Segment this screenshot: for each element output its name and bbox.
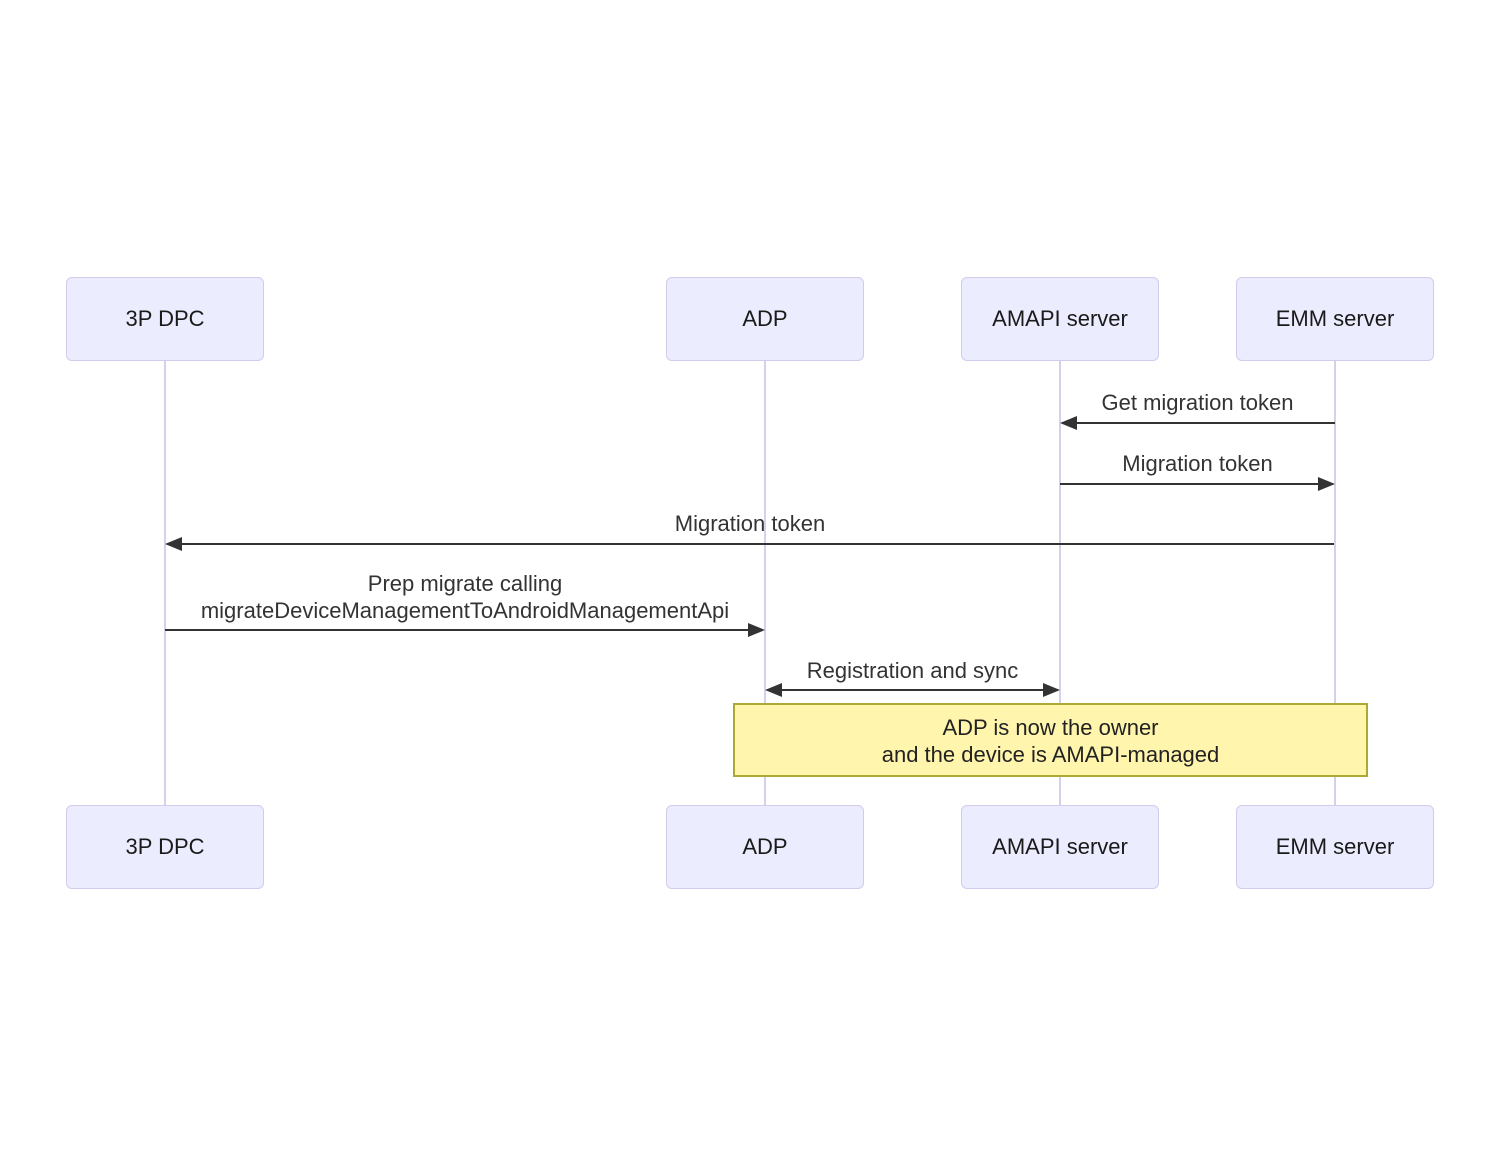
message-label-migration-token-return: Migration token	[1122, 451, 1273, 476]
actor-label: EMM server	[1275, 306, 1395, 331]
message-arrow-registration-sync	[767, 689, 1058, 691]
actor-label: 3P DPC	[125, 306, 205, 331]
actor-bottom-3p-dpc: 3P DPC	[66, 805, 264, 889]
arrowhead-right-icon	[1318, 477, 1335, 491]
actor-label: 3P DPC	[125, 834, 205, 859]
message-line-2: migrateDeviceManagementToAndroidManageme…	[200, 598, 730, 623]
actor-bottom-adp: ADP	[666, 805, 864, 889]
lifeline-emm-server	[1334, 361, 1336, 805]
note-line-2: and the device is AMAPI-managed	[881, 742, 1220, 767]
lifeline-adp	[764, 361, 766, 805]
message-arrow-migration-token-return	[1060, 483, 1333, 485]
arrowhead-left-icon	[765, 683, 782, 697]
message-label-get-migration-token: Get migration token	[1101, 390, 1294, 415]
actor-label: EMM server	[1275, 834, 1395, 859]
arrowhead-right-icon	[1043, 683, 1060, 697]
actor-label: ADP	[742, 834, 788, 859]
arrowhead-left-icon	[165, 537, 182, 551]
lifeline-3p-dpc	[164, 361, 166, 805]
note-adp-owner: ADP is now the owner and the device is A…	[733, 703, 1368, 777]
actor-bottom-emm-server: EMM server	[1236, 805, 1434, 889]
note-line-1: ADP is now the owner	[942, 715, 1159, 740]
actor-label: ADP	[742, 306, 788, 331]
actor-top-amapi-server: AMAPI server	[961, 277, 1159, 361]
message-label-prep-migrate: Prep migrate calling migrateDeviceManage…	[165, 570, 765, 624]
actor-label: AMAPI server	[992, 306, 1128, 331]
actor-top-emm-server: EMM server	[1236, 277, 1434, 361]
message-line-1: Prep migrate calling	[367, 571, 563, 596]
message-label-registration-sync: Registration and sync	[806, 658, 1019, 683]
message-arrow-migration-token-to-dpc	[167, 543, 1334, 545]
actor-bottom-amapi-server: AMAPI server	[961, 805, 1159, 889]
arrowhead-right-icon	[748, 623, 765, 637]
actor-top-adp: ADP	[666, 277, 864, 361]
message-label-migration-token-to-dpc: Migration token	[674, 511, 826, 536]
arrowhead-left-icon	[1060, 416, 1077, 430]
message-arrow-prep-migrate	[165, 629, 762, 631]
lifeline-amapi-server	[1059, 361, 1061, 805]
actor-label: AMAPI server	[992, 834, 1128, 859]
actor-top-3p-dpc: 3P DPC	[66, 277, 264, 361]
message-arrow-get-migration-token	[1062, 422, 1335, 424]
